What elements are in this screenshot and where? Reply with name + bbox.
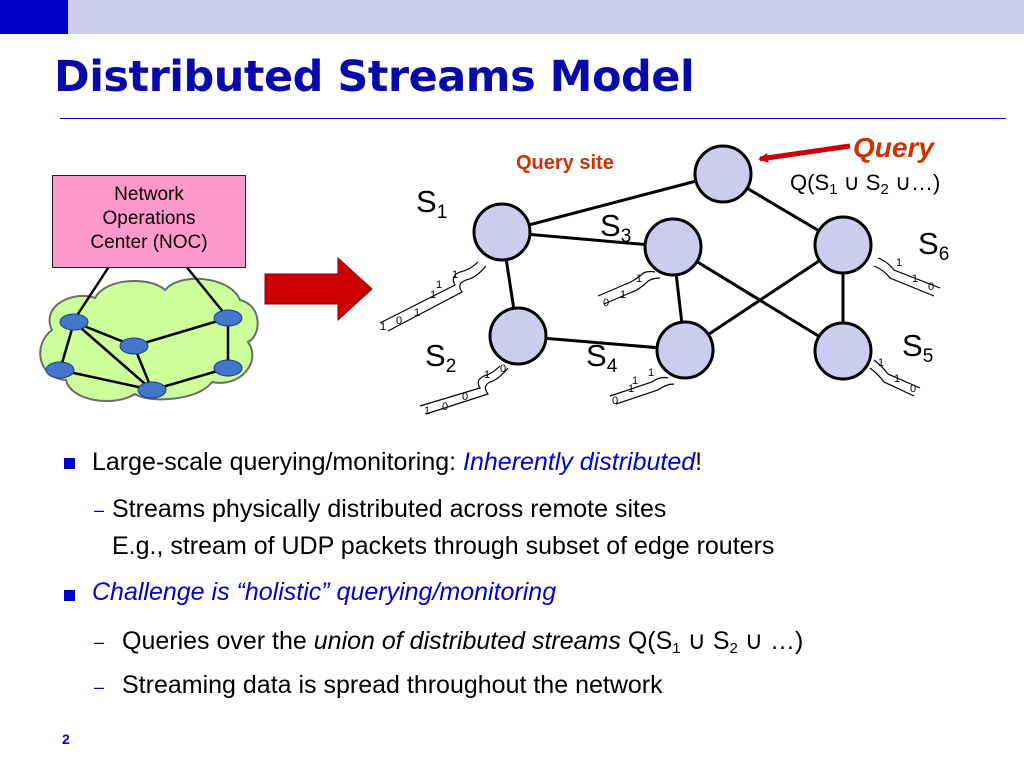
sub-bullet-1-line-1: Streams physically distributed across re…	[112, 495, 667, 523]
site-label-s3: S3	[600, 208, 632, 247]
bit-label: 1	[424, 405, 430, 417]
flow-arrow	[264, 256, 373, 322]
site-node-s2	[488, 306, 548, 366]
title-underline	[60, 118, 1006, 119]
bit-label: 1	[414, 307, 420, 319]
bit-label: 1	[452, 269, 458, 281]
query-label: Query	[853, 132, 934, 163]
bit-label: 0	[442, 401, 448, 413]
noc-box: Network Operations Center (NOC)	[52, 175, 246, 268]
sub-bullet-2: Queries over the union of distributed st…	[122, 627, 804, 657]
bullet-2: Challenge is “holistic” querying/monitor…	[92, 578, 557, 606]
distributed-network-figure: 1 1 1 1 0 1 1 0 0 1 0 0 1 1 1 1 0 1 1 1 …	[39, 143, 941, 417]
sub-bullet-3: Streaming data is spread throughout the …	[122, 671, 663, 699]
site-label-s2: S2	[425, 338, 457, 377]
dash-marker: –	[94, 677, 105, 697]
site-nodes	[472, 144, 873, 381]
dash-marker: –	[94, 500, 105, 520]
bit-label: 1	[894, 373, 900, 385]
bit-label: 1	[632, 375, 638, 387]
site-label-s1: S1	[416, 184, 448, 223]
network-cloud	[39, 264, 259, 402]
site-node-s5	[813, 321, 873, 381]
top-banner	[0, 0, 1024, 34]
noc-line: Center (NOC)	[90, 232, 208, 253]
site-label-s4: S4	[586, 338, 618, 377]
bit-label: 0	[928, 281, 934, 293]
bit-label: 1	[628, 383, 634, 395]
bit-label: 1	[878, 357, 884, 369]
bit-label: 0	[910, 383, 916, 395]
bit-label: 0	[462, 391, 468, 403]
noc-line: Network	[114, 184, 184, 205]
site-node-s4	[655, 320, 715, 380]
bit-label: 1	[620, 289, 626, 301]
bit-label: 0	[612, 395, 618, 407]
site-label-s6: S6	[918, 226, 950, 265]
query-site-label: Query site	[516, 152, 614, 174]
bit-label: 1	[430, 289, 436, 301]
site-node-s1	[472, 202, 532, 262]
bullet-marker	[64, 458, 75, 469]
bit-label: 0	[500, 363, 506, 375]
bullet-marker	[64, 590, 75, 601]
stream-wires	[379, 257, 941, 415]
bit-label: 1	[648, 367, 654, 379]
bit-label: 1	[484, 369, 490, 381]
bit-label: 0	[603, 297, 609, 309]
bit-label: 1	[436, 279, 442, 291]
query-site-node	[693, 144, 753, 204]
stream-bit-labels: 1 1 1 1 0 1 1 0 0 1 0 0 1 1 1 1 0 1 1 1 …	[380, 257, 934, 417]
dash-marker: –	[94, 632, 105, 652]
sub-bullet-1-line-2: E.g., stream of UDP packets through subs…	[112, 532, 775, 560]
query-arrow	[758, 143, 851, 163]
router-icons	[45, 309, 243, 399]
bit-label: 1	[380, 321, 386, 333]
top-banner-block	[0, 0, 68, 34]
bit-label: 1	[896, 257, 902, 269]
query-expression: Q(S1 ∪ S2 ∪…)	[790, 170, 941, 198]
bullet-1: Large-scale querying/monitoring: Inheren…	[92, 448, 703, 476]
noc-label: Network Operations Center (NOC)	[53, 183, 245, 255]
page-number: 2	[62, 731, 70, 747]
site-node-s6	[813, 215, 873, 275]
bit-label: 1	[636, 273, 642, 285]
noc-line: Operations	[102, 208, 196, 229]
bit-label: 0	[396, 315, 402, 327]
bit-label: 1	[912, 273, 918, 285]
site-node-s3	[643, 217, 703, 277]
site-label-s5: S5	[902, 328, 934, 367]
slide-title: Distributed Streams Model	[54, 52, 695, 102]
